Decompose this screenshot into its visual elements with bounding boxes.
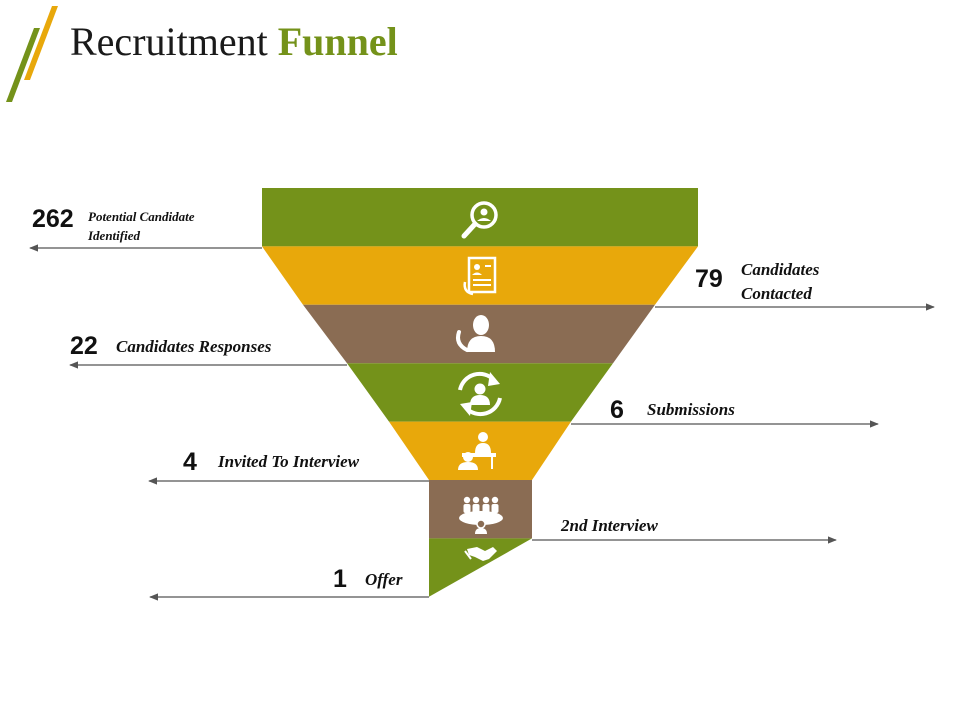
user-phone-icon xyxy=(456,315,495,352)
user-refresh-icon xyxy=(458,371,502,417)
accent-stripe-gold xyxy=(24,6,58,80)
search-user-icon xyxy=(461,201,498,239)
stage-label-3: Candidates Responses xyxy=(116,336,271,358)
meeting-table-icon xyxy=(459,496,503,534)
resume-document-icon xyxy=(463,256,497,296)
stage-label-line1: Candidates Responses xyxy=(116,337,272,356)
funnel-band-2 xyxy=(262,246,698,305)
stage-label-6: 2nd Interview xyxy=(561,515,658,537)
stage-label-7: Offer xyxy=(365,569,402,591)
title-main: Recruitment xyxy=(70,19,268,64)
stage-label-line1: Candidates xyxy=(741,260,820,279)
stage-value-2: 79 xyxy=(695,265,723,293)
title-highlight: Funnel xyxy=(277,19,398,64)
stage-label-line1: Offer xyxy=(365,570,403,589)
stage-label-line1: Invited To Interview xyxy=(218,452,360,471)
page-title: Recruitment Funnel xyxy=(70,18,398,65)
title-accent-stripes xyxy=(6,6,58,102)
stage-label-line1: Submissions xyxy=(647,400,735,419)
stage-value-7: 1 xyxy=(333,565,347,593)
handshake-icon xyxy=(464,547,497,561)
stage-label-line1: 2nd Interview xyxy=(561,516,658,535)
stage-value-4: 6 xyxy=(610,396,624,424)
stage-label-line2: Contacted xyxy=(741,284,812,303)
accent-stripe-green xyxy=(6,28,40,102)
stage-label-5: Invited To Interview xyxy=(218,451,359,473)
interview-desk-icon xyxy=(458,432,496,470)
stage-value-1: 262 xyxy=(32,205,74,233)
funnel-band-6 xyxy=(429,480,532,539)
stage-label-4: Submissions xyxy=(647,399,735,421)
stage-label-line2: Identified xyxy=(88,228,140,243)
stage-value-3: 22 xyxy=(70,332,98,360)
funnel-band-1 xyxy=(262,188,698,247)
stage-label-line1: Potential Candidate xyxy=(88,209,195,224)
funnel-band-7 xyxy=(429,538,532,597)
stage-value-5: 4 xyxy=(183,448,197,476)
